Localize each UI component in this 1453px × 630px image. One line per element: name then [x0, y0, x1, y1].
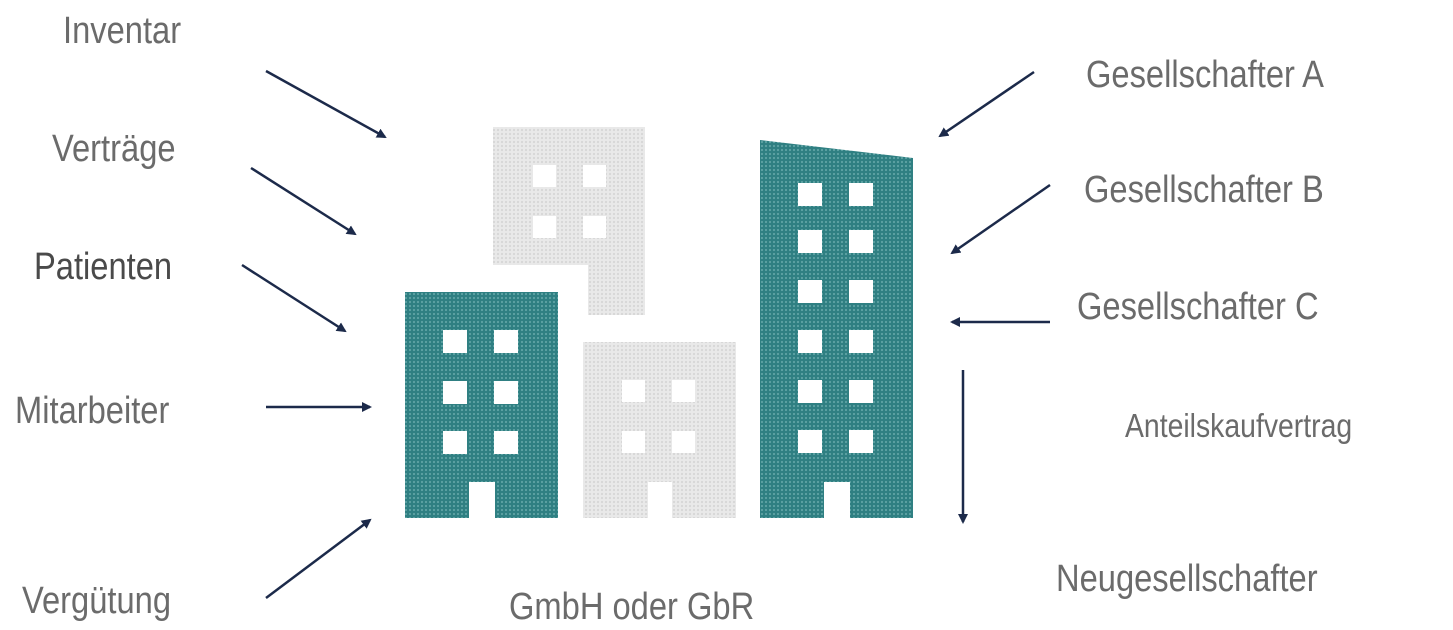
building-left-teal — [405, 292, 558, 518]
label-inventar: Inventar — [63, 10, 182, 52]
label-gesellschafter-a: Gesellschafter A — [1086, 54, 1324, 96]
center-label: GmbH oder GbR — [509, 586, 755, 628]
arrow-gesellschafter-b — [950, 183, 1051, 255]
building-tall-teal — [760, 140, 913, 518]
arrow-gesellschafter-a — [938, 70, 1035, 138]
arrow-vertraege — [250, 166, 357, 236]
label-neugesellschafter: Neugesellschafter — [1056, 558, 1318, 600]
label-verguetung: Vergütung — [22, 580, 172, 622]
arrow-inventar — [265, 69, 387, 139]
arrow-patienten — [241, 263, 347, 333]
building-front-grey — [583, 342, 736, 518]
label-patienten: Patienten — [34, 246, 173, 288]
buildings-icon — [405, 127, 913, 518]
building-back-grey — [493, 127, 645, 315]
label-mitarbeiter: Mitarbeiter — [15, 390, 170, 432]
label-gesellschafter-b: Gesellschafter B — [1084, 169, 1324, 211]
arrow-verguetung — [265, 518, 372, 599]
label-gesellschafter-c: Gesellschafter C — [1077, 286, 1319, 328]
label-vertraege: Verträge — [52, 128, 176, 170]
label-anteilskaufvertrag: Anteilskaufvertrag — [1125, 407, 1353, 444]
